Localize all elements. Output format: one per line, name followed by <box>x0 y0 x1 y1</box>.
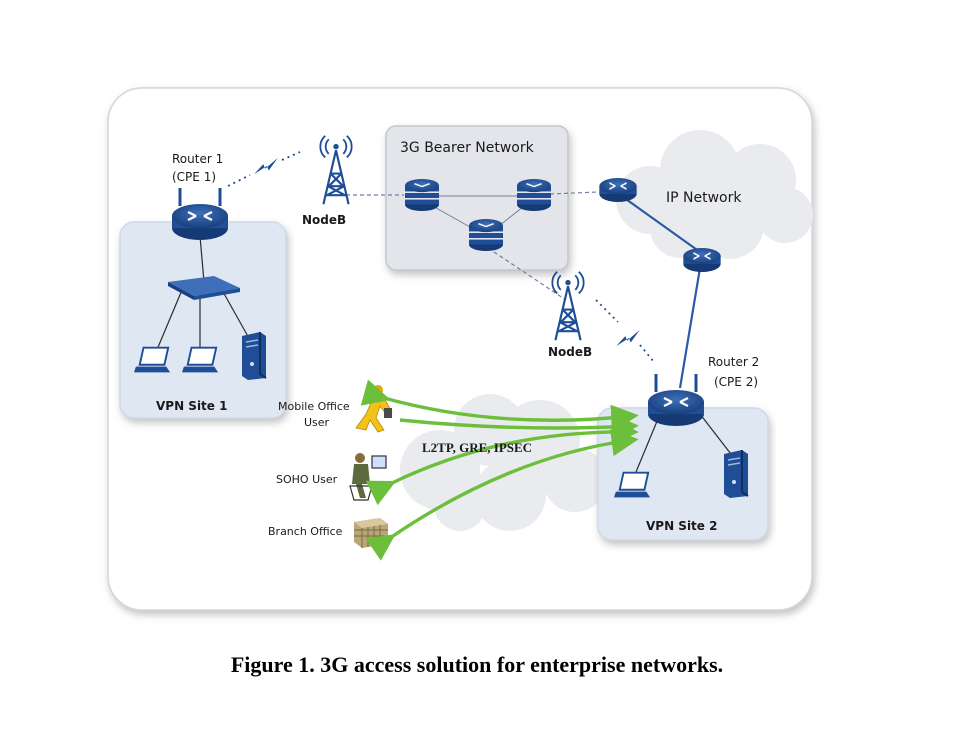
router-1-label: Router 1 <box>172 152 223 166</box>
server-icon[interactable] <box>241 331 267 380</box>
protocols-label: L2TP, GRE, IPSEC <box>422 440 532 455</box>
bearer-network-label: 3G Bearer Network <box>400 140 535 156</box>
server-icon[interactable] <box>723 449 749 498</box>
router-2-label: Router 2 <box>708 355 759 369</box>
router-1-sublabel: (CPE 1) <box>172 170 216 184</box>
bearer-network-box <box>385 125 569 271</box>
bearer-router-icon[interactable] <box>516 178 552 212</box>
vpn-tunnels <box>360 379 639 561</box>
router-2-sublabel: (CPE 2) <box>714 375 758 389</box>
mobile-office-label: Mobile Office <box>278 400 350 413</box>
soho-user-label: SOHO User <box>276 473 338 486</box>
nodeb-label-bottom: NodeB <box>548 345 592 359</box>
vpn-site-2-label: VPN Site 2 <box>646 519 717 533</box>
bearer-router-icon[interactable] <box>468 218 504 252</box>
branch-office-icon <box>354 518 388 548</box>
ip-router-icon[interactable] <box>598 177 638 203</box>
mobile-office-sublabel: User <box>304 416 330 429</box>
figure-caption: Figure 1. 3G access solution for enterpr… <box>230 652 724 677</box>
wired-links <box>615 191 702 389</box>
vpn-site-1-panel <box>119 221 287 419</box>
switch-icon <box>168 276 240 300</box>
ip-router-icon[interactable] <box>682 247 722 273</box>
vpn-site-1-label: VPN Site 1 <box>156 399 227 413</box>
nodeb-label-top: NodeB <box>302 213 346 227</box>
lan-links <box>155 235 735 473</box>
branch-office-label: Branch Office <box>268 525 343 538</box>
ip-network-cloud <box>616 130 813 259</box>
radio-dots <box>227 151 655 363</box>
bearer-router-icon[interactable] <box>404 178 440 212</box>
ip-network-label: IP Network <box>666 190 742 206</box>
wireless-links <box>346 191 599 301</box>
